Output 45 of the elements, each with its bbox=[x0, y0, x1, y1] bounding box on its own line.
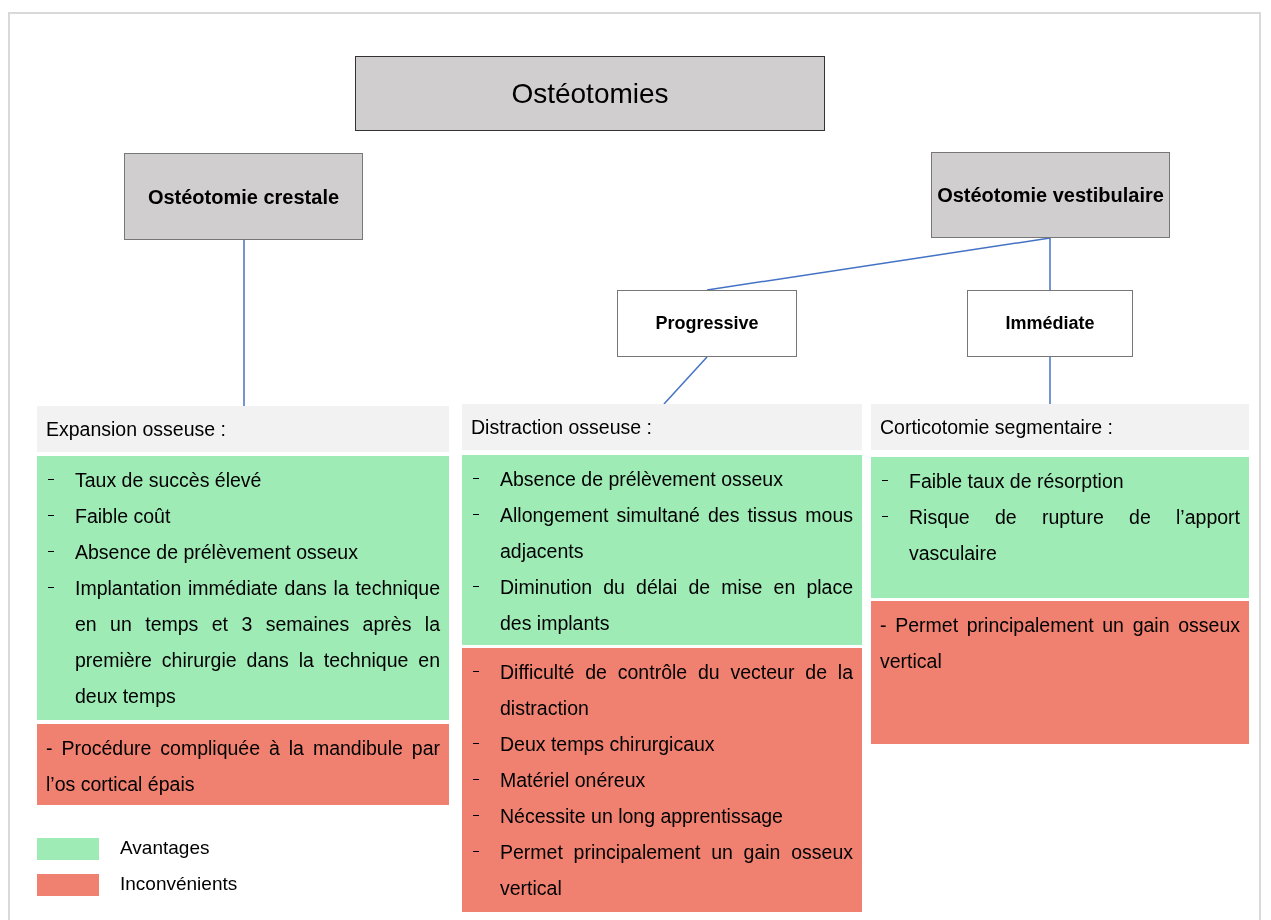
connector-line bbox=[706, 237, 1051, 291]
drawbacks-panel bbox=[37, 724, 449, 805]
connector-line bbox=[663, 356, 708, 405]
list-item-text: Diminution du délai de mise en place des implants bbox=[500, 575, 853, 636]
drawbacks-panel bbox=[462, 648, 862, 912]
list-item-text: Absence de prélèvement osseux bbox=[75, 540, 359, 565]
connector-line bbox=[243, 239, 245, 407]
drawback-text: - Procédure compliquée à la mandibule par l’os cortical épais bbox=[46, 736, 440, 797]
advantages-panel bbox=[462, 455, 862, 645]
drawbacks-panel bbox=[871, 601, 1249, 744]
section-header bbox=[871, 404, 1249, 450]
subcategory-box bbox=[617, 290, 797, 357]
list-item-text: Deux temps chirurgicaux bbox=[500, 732, 716, 757]
list-item-text: Faible taux de résorption bbox=[909, 469, 1125, 494]
section-label: Corticotomie segmentaire : bbox=[880, 415, 1113, 439]
list-item-text: Risque de rupture de l’apport vasculaire bbox=[909, 505, 1240, 566]
list-item-text: Permet principalement un gain osseux vertical bbox=[500, 840, 853, 901]
section-label: Distraction osseuse : bbox=[471, 415, 652, 439]
legend-label: Inconvénients bbox=[120, 873, 238, 895]
list-item-text: Difficulté de contrôle du vecteur de la distraction bbox=[500, 660, 853, 721]
box-label: Ostéotomies bbox=[511, 77, 669, 110]
drawback-text: - Permet principalement un gain osseux vertical bbox=[880, 613, 1240, 674]
advantages-panel bbox=[37, 456, 449, 720]
list-item-text: Absence de prélèvement osseux bbox=[500, 467, 784, 492]
advantages-panel bbox=[871, 457, 1249, 598]
section-header bbox=[37, 406, 449, 452]
section-label: Expansion osseuse : bbox=[46, 417, 226, 441]
section-header bbox=[462, 404, 862, 450]
list-item-text: Implantation immédiate dans la technique en un temps et 3 semaines après la première chirurgie dans la technique en deux temps bbox=[75, 576, 440, 709]
box-label: Immédiate bbox=[1005, 313, 1095, 334]
list-item-text: Allongement simultané des tissus mous adjacents bbox=[500, 503, 853, 564]
list-item-text: Nécessite un long apprentissage bbox=[500, 804, 784, 829]
box-label: Ostéotomie vestibulaire bbox=[937, 183, 1164, 208]
box-label: Progressive bbox=[655, 313, 759, 334]
box-label: Ostéotomie crestale bbox=[147, 184, 340, 210]
list-item-text: Matériel onéreux bbox=[500, 768, 647, 793]
connector-line bbox=[1049, 356, 1051, 405]
list-item-text: Taux de succès élevé bbox=[75, 468, 263, 493]
subcategory-box bbox=[967, 290, 1133, 357]
category-box bbox=[931, 152, 1170, 238]
list-item-text: Faible coût bbox=[75, 504, 172, 529]
legend-label: Avantages bbox=[120, 837, 210, 859]
title-box bbox=[355, 56, 825, 131]
category-box bbox=[124, 153, 363, 240]
connector-line bbox=[1049, 237, 1051, 291]
